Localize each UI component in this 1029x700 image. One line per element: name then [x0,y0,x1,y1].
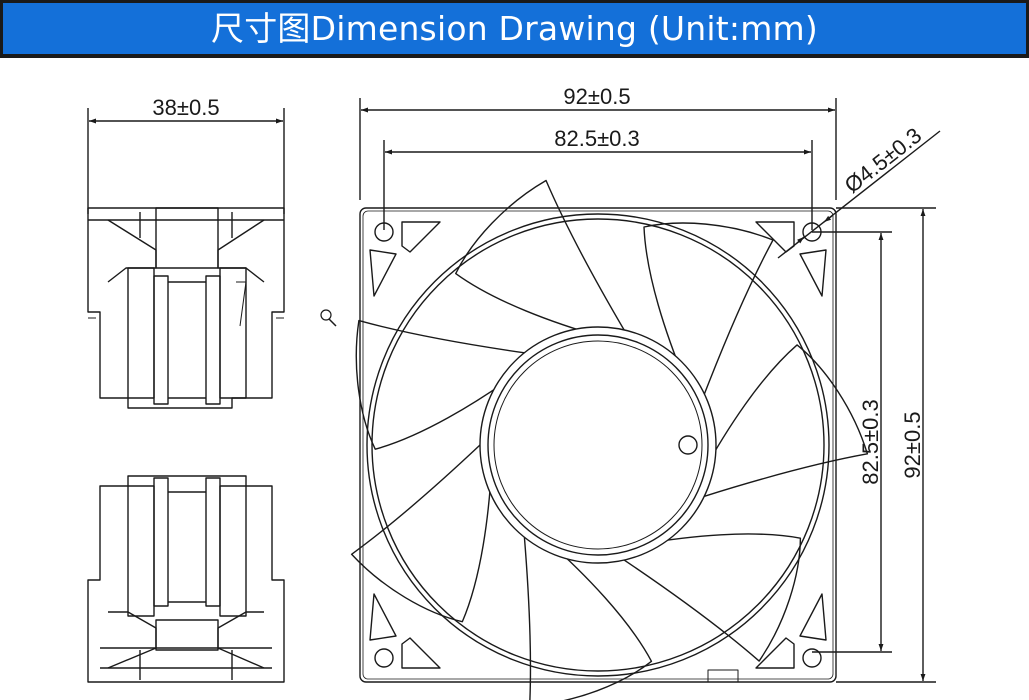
mounting-hole-bottom-left [374,648,394,668]
side-width-label: 38±0.5 [152,95,219,120]
title-banner: 尺寸图Dimension Drawing (Unit:mm) [0,0,1029,58]
fan-frame-outer [359,207,837,683]
fan-frame-inner-ring [366,213,830,677]
mounting-hole-bottom-right [802,648,822,668]
overall-width-label: 92±0.5 [563,84,630,109]
fan-blades [341,169,882,700]
fan-hub [479,326,717,564]
side-upper-housing [87,207,285,409]
side-view: 38±0.5 [87,95,285,683]
side-lower-housing [87,475,285,683]
dimension-drawing: 38±0.5 [87,84,941,700]
mounting-hole-top-left [374,222,394,242]
hole-spacing-height-label: 82.5±0.3 [858,399,883,484]
hole-spacing-width-label: 82.5±0.3 [554,126,639,151]
hole-diameter-label: Ø4.5±0.3 [840,123,927,198]
magnifier-icon [320,309,337,327]
hub-hole [678,435,698,455]
mounting-hole-top-right [802,222,822,242]
front-view: 92±0.5 82.5±0.3 82.5±0.3 92±0.5 Ø4.5±0.3 [341,84,941,700]
overall-height-label: 92±0.5 [900,411,925,478]
page-title: 尺寸图Dimension Drawing (Unit:mm) [211,9,818,48]
